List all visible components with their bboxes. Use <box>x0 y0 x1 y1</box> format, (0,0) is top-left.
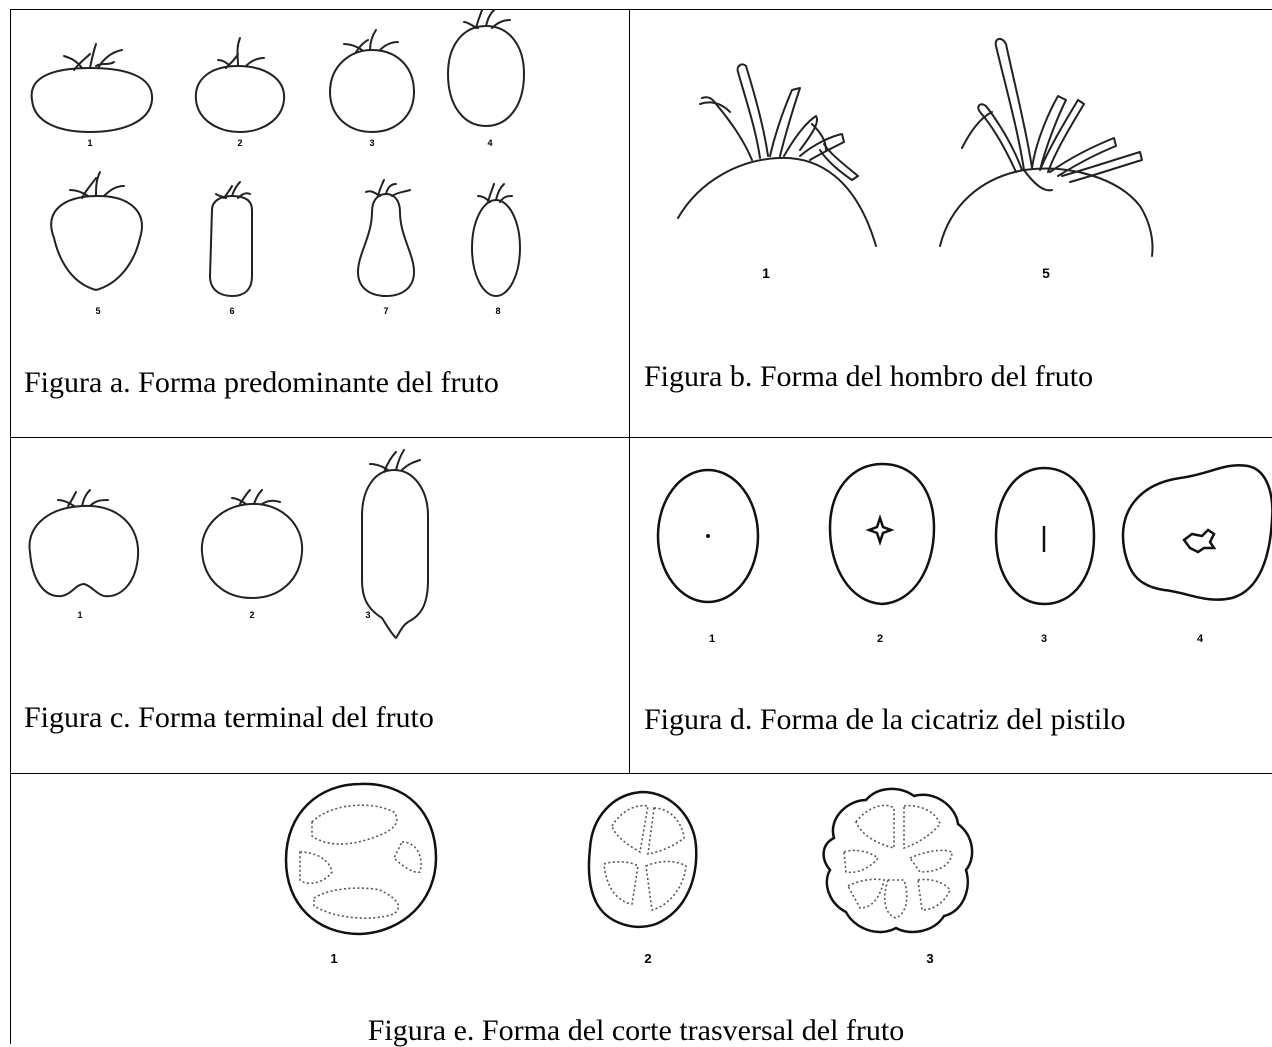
shoulder-shape-1 <box>678 64 876 246</box>
fruit-shape-4 <box>448 10 524 126</box>
pistil-scar-shape-2 <box>830 464 934 604</box>
terminal-label-2: 2 <box>249 610 254 620</box>
shape-label-1: 1 <box>87 138 92 148</box>
fruit-shape-8 <box>472 184 520 296</box>
pistil-scar-shape-3 <box>996 468 1094 604</box>
panel-d-drawings: 1 2 3 4 <box>658 464 1272 645</box>
panel-b-drawings: 1 5 <box>678 39 1153 281</box>
cross-section-label-2: 2 <box>644 951 651 966</box>
pistil-scar-shape-1 <box>658 470 758 602</box>
shape-label-5: 5 <box>95 306 100 316</box>
shape-label-7: 7 <box>383 306 388 316</box>
cross-section-label-3: 3 <box>926 951 933 966</box>
panel-a-drawings: 1 2 3 4 5 6 7 8 <box>32 10 524 316</box>
fruit-shape-3 <box>330 30 414 132</box>
fruit-shape-1 <box>32 44 152 132</box>
cross-section-label-1: 1 <box>330 951 337 966</box>
panel-c-drawings: 1 2 3 <box>29 450 428 638</box>
fruit-shape-6 <box>210 182 252 296</box>
cross-section-shape-1 <box>286 784 436 934</box>
fruit-shape-2 <box>196 38 284 132</box>
terminal-shape-2 <box>202 490 302 598</box>
cross-section-shape-2 <box>589 792 696 927</box>
pistil-scar-label-4: 4 <box>1197 633 1204 645</box>
pistil-scar-label-3: 3 <box>1041 633 1047 645</box>
shape-label-2: 2 <box>237 138 242 148</box>
terminal-shape-3 <box>362 450 428 638</box>
pistil-scar-shape-4 <box>1123 465 1272 599</box>
pistil-scar-label-2: 2 <box>877 633 883 645</box>
panel-e-drawings: 1 2 3 <box>286 784 972 966</box>
terminal-label-1: 1 <box>77 610 82 620</box>
cross-section-shape-3 <box>824 789 973 932</box>
shape-label-4: 4 <box>487 138 492 148</box>
fruit-shape-5 <box>51 172 142 290</box>
shape-label-8: 8 <box>495 306 500 316</box>
fruit-shape-7 <box>358 180 414 296</box>
terminal-label-3: 3 <box>365 610 370 620</box>
pistil-scar-label-1: 1 <box>709 633 715 645</box>
shape-label-6: 6 <box>229 306 234 316</box>
shape-label-3: 3 <box>369 138 374 148</box>
terminal-shape-1 <box>29 490 138 596</box>
shoulder-shape-5 <box>940 39 1153 256</box>
shoulder-label-5: 5 <box>1042 265 1050 281</box>
shoulder-label-1: 1 <box>762 265 770 281</box>
